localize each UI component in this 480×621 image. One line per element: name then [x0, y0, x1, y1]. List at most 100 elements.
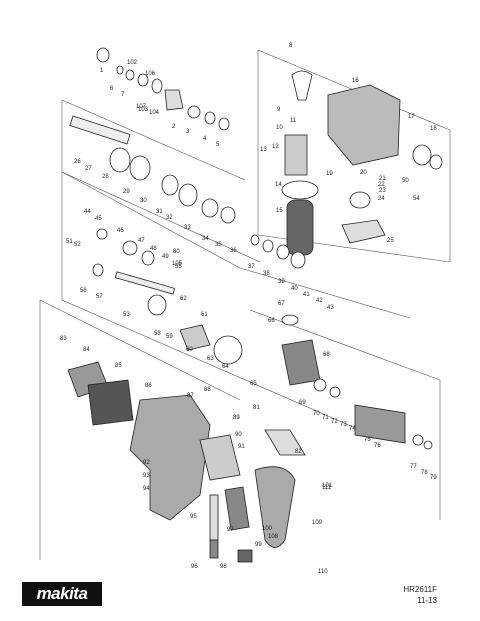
part-label-68: 68 [323, 352, 330, 358]
part-label-104: 104 [149, 110, 160, 116]
part-label-3: 3 [186, 129, 190, 135]
part-label-73: 73 [340, 422, 347, 428]
part-label-25: 25 [387, 238, 394, 244]
part-label-11: 11 [290, 118, 297, 124]
part-label-17: 17 [408, 114, 415, 120]
part-label-38: 38 [263, 271, 270, 277]
part-label-54: 54 [413, 196, 420, 202]
part-label-40: 40 [291, 286, 298, 292]
part-label-92: 92 [143, 460, 150, 466]
part-label-90: 90 [235, 432, 242, 438]
part-label-34: 34 [202, 236, 209, 242]
part-label-45: 45 [95, 216, 102, 222]
part-label-32: 32 [166, 215, 173, 221]
part-label-57: 57 [96, 294, 103, 300]
part-label-6: 6 [110, 86, 114, 92]
part-label-63: 63 [207, 356, 214, 362]
part-label-5: 5 [216, 142, 220, 148]
part-label-105: 105 [172, 261, 183, 267]
part-label-60: 60 [186, 347, 193, 353]
part-label-69: 69 [299, 400, 306, 406]
part-label-108: 108 [268, 534, 279, 540]
frame-lines [39, 49, 451, 560]
part-label-88: 88 [204, 387, 211, 393]
part-label-19: 19 [326, 171, 333, 177]
part-label-74: 74 [349, 426, 356, 432]
brand-logo: makita [22, 582, 102, 606]
part-label-110: 110 [318, 569, 328, 575]
part-label-64: 64 [222, 364, 229, 370]
part-label-51: 51 [66, 239, 73, 245]
part-label-46: 46 [117, 228, 124, 234]
part-label-39: 39 [278, 279, 285, 285]
part-label-35: 35 [215, 242, 222, 248]
part-label-98: 98 [220, 564, 227, 570]
part-label-94: 94 [143, 486, 150, 492]
part-label-26: 26 [74, 159, 81, 165]
part-label-14: 14 [275, 182, 282, 188]
model-info: HR2611F 11-13 [403, 584, 437, 606]
part-label-85: 85 [115, 363, 122, 369]
part-label-76: 76 [374, 443, 381, 449]
part-label-96: 96 [191, 564, 198, 570]
part-label-43: 43 [327, 305, 334, 311]
part-label-86: 86 [145, 383, 152, 389]
part-label-2: 2 [172, 124, 176, 130]
part-label-44: 44 [84, 209, 91, 215]
part-label-23: 23 [379, 188, 386, 194]
part-label-103: 103 [138, 107, 149, 113]
part-label-56: 56 [80, 288, 87, 294]
part-label-12: 12 [272, 144, 279, 150]
part-label-84: 84 [83, 347, 90, 353]
part-label-107: 107 [136, 104, 147, 110]
part-label-52: 52 [74, 242, 81, 248]
part-label-20: 20 [360, 170, 367, 176]
part-label-99: 99 [255, 542, 262, 548]
part-label-15: 15 [276, 208, 283, 214]
part-label-77: 77 [410, 464, 417, 470]
part-label-18: 18 [430, 126, 437, 132]
part-label-65: 65 [250, 381, 257, 387]
part-label-79: 79 [430, 475, 437, 481]
part-label-29: 29 [123, 189, 130, 195]
part-label-33: 33 [184, 225, 191, 231]
part-label-31: 31 [156, 209, 163, 215]
part-label-9: 9 [277, 107, 281, 113]
part-label-97: 97 [227, 527, 234, 533]
part-label-24: 24 [378, 196, 385, 202]
part-label-102: 102 [127, 60, 138, 66]
part-label-4: 4 [203, 136, 207, 142]
part-label-28: 28 [102, 174, 109, 180]
part-label-53: 53 [123, 312, 130, 318]
part-label-41: 41 [303, 292, 310, 298]
part-label-36: 36 [230, 248, 237, 254]
part-label-1: 1 [100, 68, 104, 74]
part-label-8: 8 [289, 43, 293, 49]
revision-date: 11-13 [417, 596, 437, 605]
part-label-100: 100 [262, 526, 273, 532]
part-label-72: 72 [331, 419, 338, 425]
part-label-58: 58 [154, 331, 161, 337]
part-label-49: 49 [162, 254, 169, 260]
part-label-59: 59 [166, 334, 173, 340]
chuck-assembly-drawing [69, 47, 236, 224]
part-label-55: 55 [175, 264, 182, 270]
part-label-7: 7 [121, 92, 125, 98]
part-label-78: 78 [421, 470, 428, 476]
side-handle-drawing [281, 70, 319, 256]
part-label-83: 83 [60, 336, 67, 342]
housing-handle-drawing [129, 314, 306, 563]
part-label-66: 66 [268, 318, 275, 324]
part-label-62: 62 [180, 296, 187, 302]
part-label-95: 95 [190, 514, 197, 520]
part-label-48: 48 [150, 246, 157, 252]
part-label-22: 22 [378, 182, 385, 188]
part-label-70: 70 [313, 411, 320, 417]
part-label-109: 109 [312, 520, 323, 526]
part-label-101: 101 [322, 483, 333, 489]
part-label-67: 67 [278, 301, 285, 307]
part-label-81: 81 [253, 405, 260, 411]
part-label-91: 91 [238, 444, 245, 450]
